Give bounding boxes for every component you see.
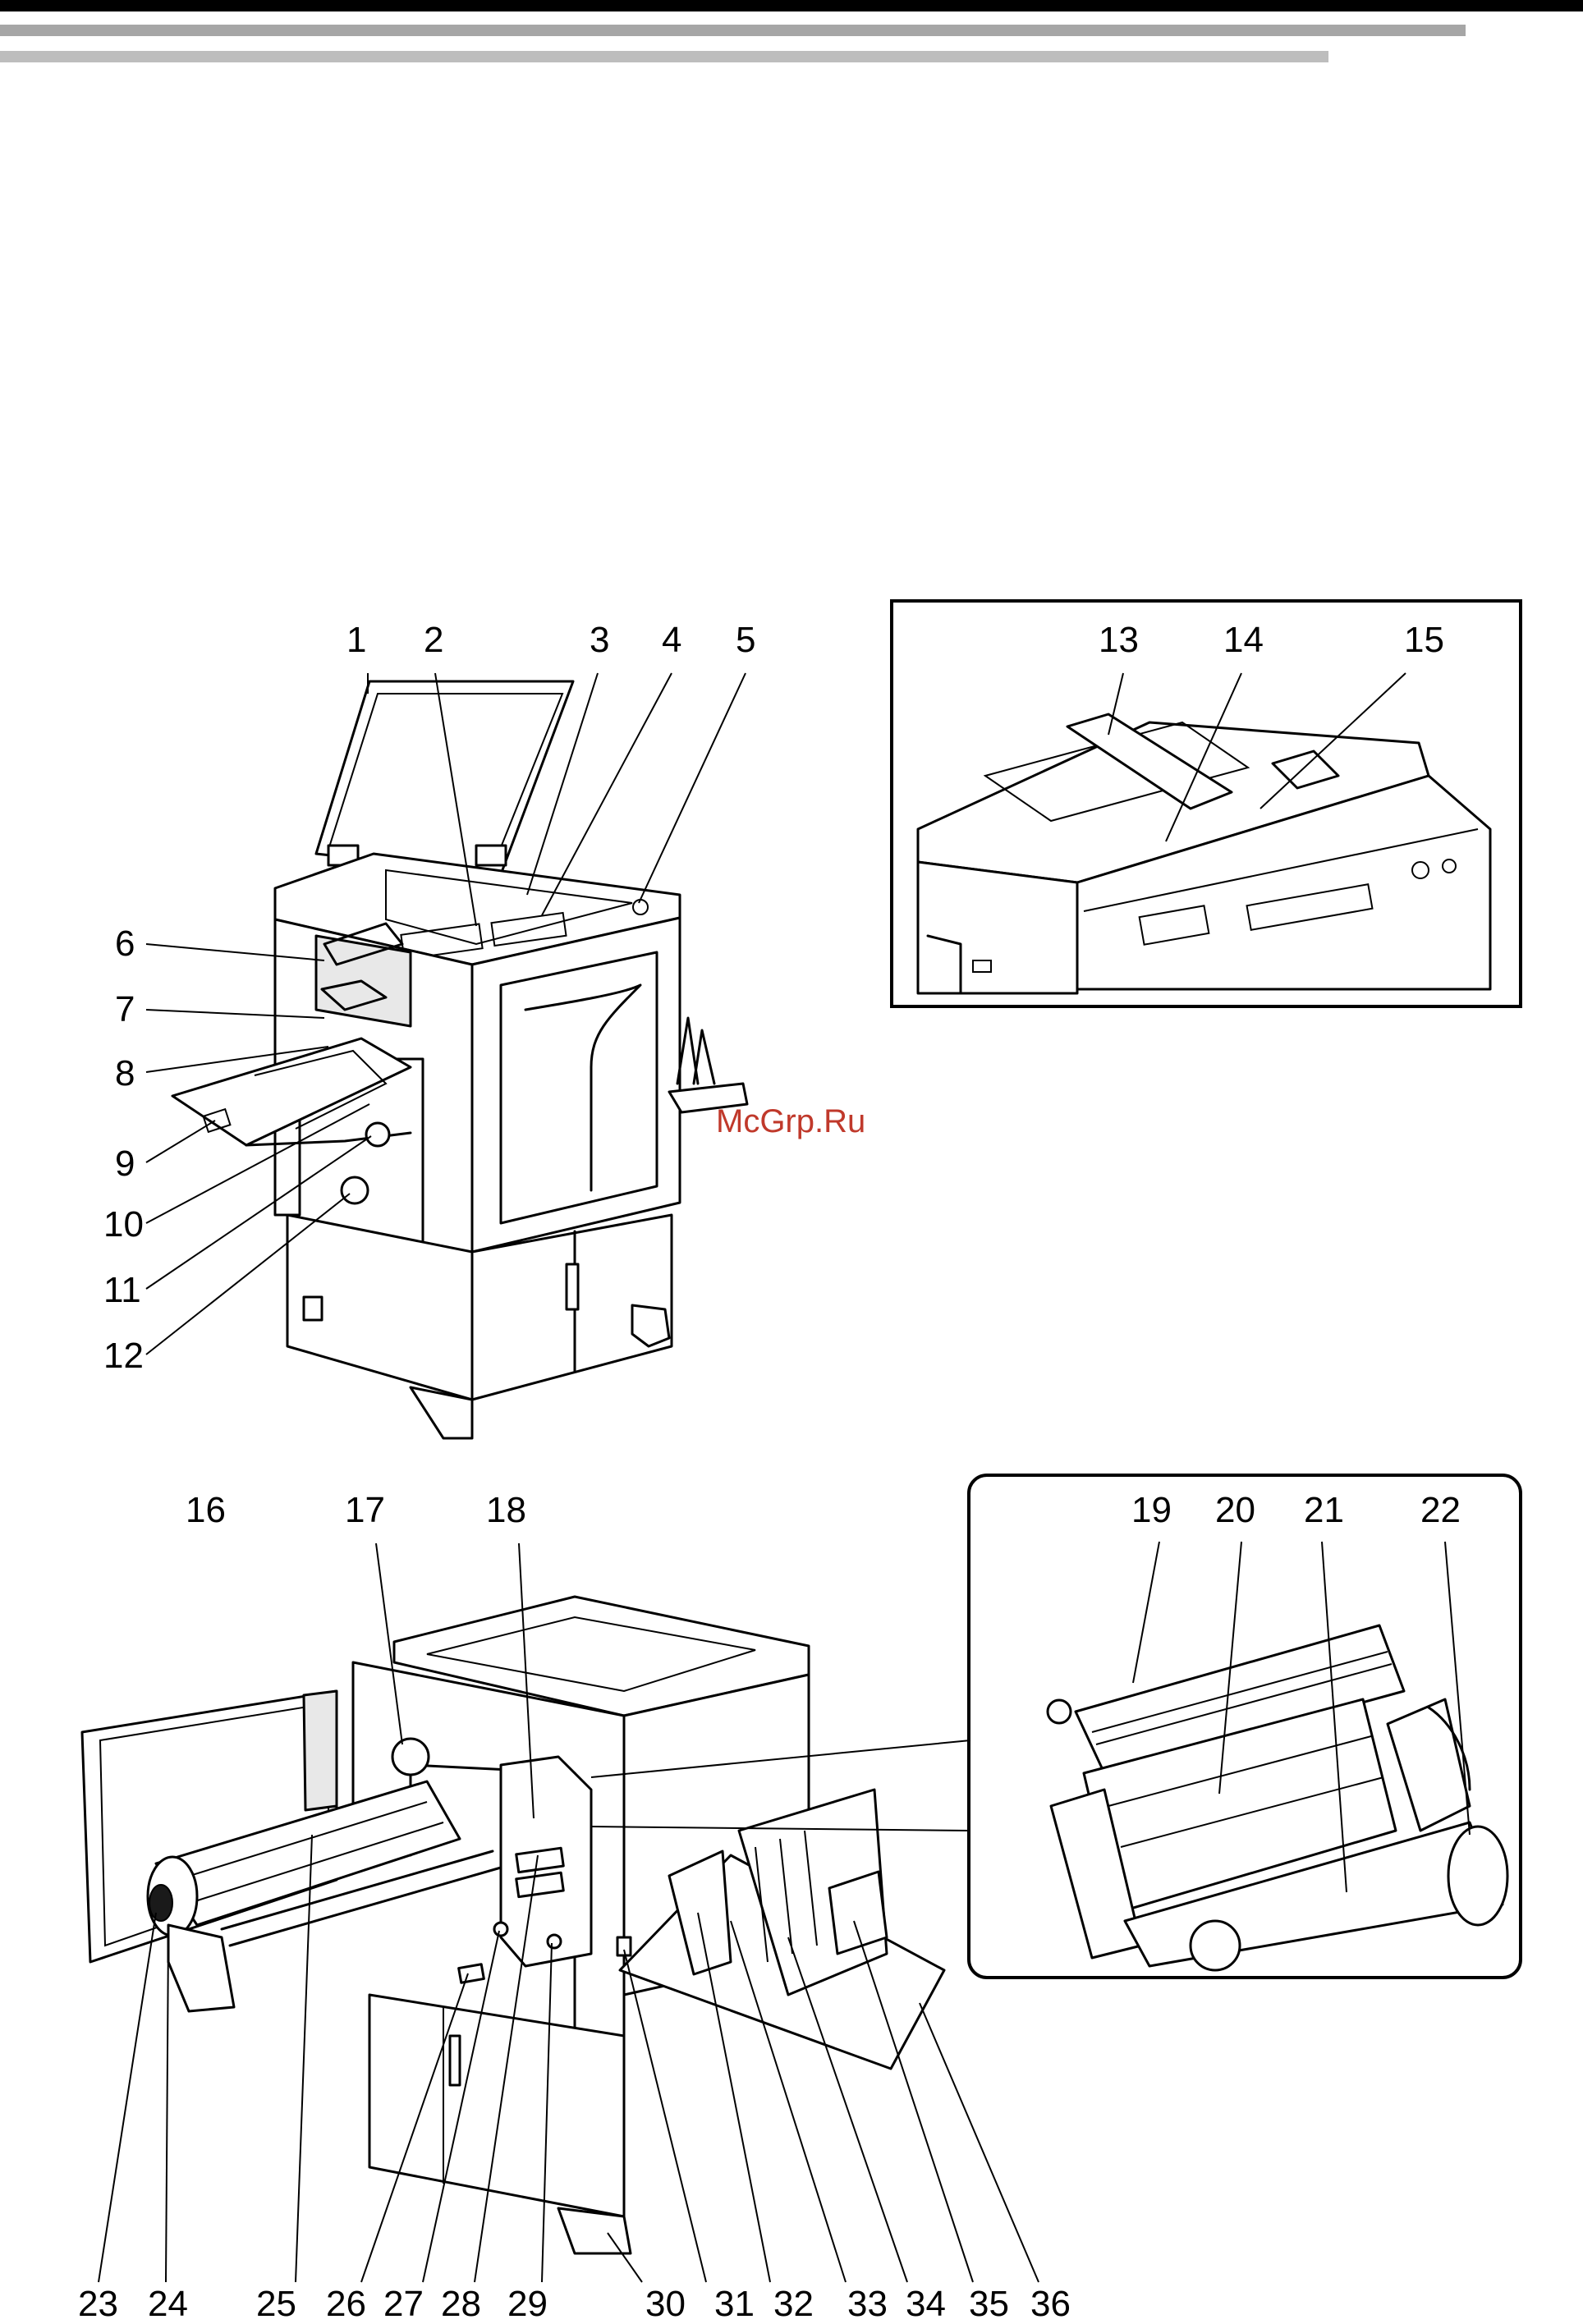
- machine-drum-view: [82, 1597, 944, 2253]
- callout-9: 9: [115, 1146, 135, 1182]
- callout-4: 4: [662, 622, 681, 658]
- callout-5: 5: [736, 622, 755, 658]
- callout-7: 7: [115, 992, 135, 1028]
- callout-25: 25: [256, 2286, 296, 2322]
- callout-21: 21: [1304, 1492, 1344, 1529]
- stand-caster-left: [304, 1297, 322, 1320]
- drum-detail: [1048, 1625, 1507, 1970]
- callout-32: 32: [773, 2286, 814, 2322]
- callout-23: 23: [78, 2286, 118, 2322]
- drum-release-button: [392, 1739, 429, 1775]
- drum-handle: [149, 1885, 172, 1921]
- callout-14: 14: [1223, 622, 1264, 658]
- callout-8: 8: [115, 1056, 135, 1092]
- adf-body-left: [918, 862, 1077, 993]
- feed-tray-lever: [366, 1123, 389, 1146]
- callout-6: 6: [115, 926, 135, 962]
- callout-27: 27: [383, 2286, 424, 2322]
- machine-front-view: [172, 681, 747, 1438]
- roll-end: [1448, 1827, 1507, 1925]
- hinge-right: [476, 846, 506, 865]
- callout-22: 22: [1420, 1492, 1461, 1529]
- callout-33: 33: [847, 2286, 888, 2322]
- receiving-port-b: [548, 1935, 561, 1948]
- front-door-mesh: [304, 1691, 337, 1810]
- callout-17: 17: [345, 1492, 385, 1529]
- callout-36: 36: [1030, 2286, 1071, 2322]
- callout-29: 29: [507, 2286, 548, 2322]
- callout-3: 3: [590, 622, 609, 658]
- receiving-port-a: [494, 1923, 507, 1936]
- machine-body-front: [472, 918, 680, 1252]
- callout-24: 24: [148, 2286, 188, 2322]
- paper-stopper: [829, 1872, 887, 1954]
- callout-15: 15: [1404, 622, 1444, 658]
- stand-handle: [450, 2036, 460, 2085]
- callout-30: 30: [645, 2286, 686, 2322]
- callout-26: 26: [326, 2286, 366, 2322]
- callout-1: 1: [346, 622, 366, 658]
- clamp-knob: [1048, 1700, 1071, 1723]
- callout-11: 11: [103, 1272, 141, 1309]
- roll-holder: [1388, 1699, 1470, 1831]
- callout-13: 13: [1099, 622, 1139, 658]
- stand-door-handle: [567, 1264, 578, 1309]
- callout-2: 2: [424, 622, 443, 658]
- jog-button: [459, 1964, 484, 1983]
- callout-12: 12: [103, 1338, 144, 1374]
- callout-19: 19: [1131, 1492, 1172, 1529]
- callout-16: 16: [186, 1492, 226, 1529]
- callout-34: 34: [906, 2286, 946, 2322]
- bottom-caster: [558, 2208, 631, 2253]
- callout-31: 31: [714, 2286, 755, 2322]
- callout-18: 18: [486, 1492, 526, 1529]
- drum-stand: [168, 1925, 234, 2011]
- callout-10: 10: [103, 1207, 144, 1243]
- callout-20: 20: [1215, 1492, 1255, 1529]
- feed-tray-descent-button: [342, 1177, 368, 1203]
- watermark: McGrp.Ru: [716, 1103, 865, 1140]
- callout-28: 28: [441, 2286, 481, 2322]
- callout-35: 35: [969, 2286, 1009, 2322]
- roll-end-left: [1191, 1921, 1240, 1970]
